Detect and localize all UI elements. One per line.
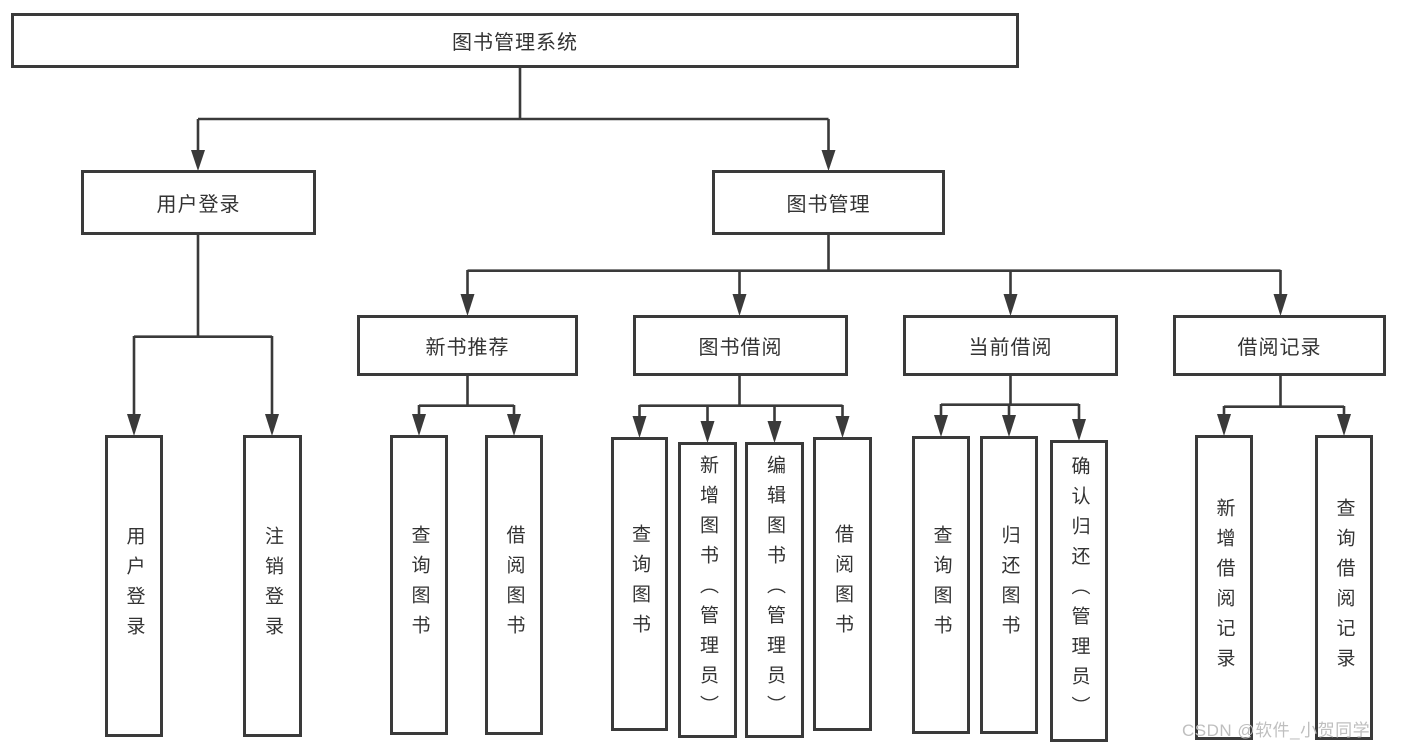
leaf-recommend-borrow-books: 借阅图书 [485, 435, 543, 735]
leaf-add-borrow-record-label: 新增借阅记录 [1213, 497, 1235, 678]
node-current-borrow: 当前借阅 [903, 315, 1118, 376]
leaf-add-borrow-record: 新增借阅记录 [1195, 435, 1253, 740]
arrowhead [191, 150, 205, 171]
leaf-user-login-label: 用户登录 [123, 526, 145, 646]
leaf-current-query-books: 查询图书 [912, 436, 970, 734]
node-user-login: 用户登录 [81, 170, 316, 235]
leaf-logout-label: 注销登录 [262, 526, 283, 646]
node-new-book-recommend-label: 新书推荐 [425, 337, 510, 359]
leaf-user-login: 用户登录 [105, 435, 163, 737]
leaf-logout: 注销登录 [243, 435, 302, 737]
leaf-edit-book-admin-label: 编辑图书（管理员） [764, 455, 785, 725]
node-borrow-records-label: 借阅记录 [1237, 337, 1322, 359]
root-node-label: 图书管理系统 [452, 32, 578, 54]
arrowhead [732, 294, 747, 316]
arrowhead [507, 414, 521, 436]
leaf-return-book: 归还图书 [980, 436, 1038, 734]
arrowhead [1217, 414, 1231, 436]
arrowhead [1072, 419, 1086, 441]
root-node: 图书管理系统 [11, 13, 1019, 68]
leaf-borrow-borrow-books: 借阅图书 [813, 437, 872, 731]
arrowhead [1003, 294, 1018, 316]
arrowhead [265, 414, 279, 436]
node-current-borrow-label: 当前借阅 [968, 337, 1053, 359]
node-borrow-records: 借阅记录 [1173, 315, 1386, 376]
leaf-borrow-query-books: 查询图书 [611, 437, 668, 731]
leaf-add-book-admin-label: 新增图书（管理员） [697, 455, 718, 725]
node-book-borrow-label: 图书借阅 [698, 337, 783, 359]
arrowhead [821, 150, 836, 171]
leaf-confirm-return-admin-label: 确认归还（管理员） [1068, 456, 1090, 726]
arrowhead [1002, 415, 1016, 437]
leaf-query-borrow-record-label: 查询借阅记录 [1333, 497, 1355, 678]
node-book-borrow: 图书借阅 [633, 315, 848, 376]
arrowhead [934, 415, 948, 437]
node-user-login-label: 用户登录 [156, 194, 241, 216]
arrowhead [1273, 294, 1288, 316]
connector-lines [132, 68, 1346, 423]
leaf-confirm-return-admin: 确认归还（管理员） [1050, 440, 1108, 742]
leaf-query-borrow-record: 查询借阅记录 [1315, 435, 1373, 740]
leaf-current-query-books-label: 查询图书 [930, 525, 952, 645]
leaf-recommend-query-books: 查询图书 [390, 435, 448, 735]
arrowhead [1337, 414, 1351, 436]
arrowhead [632, 416, 647, 438]
leaf-edit-book-admin: 编辑图书（管理员） [745, 442, 804, 738]
leaf-recommend-borrow-books-label: 借阅图书 [503, 525, 525, 645]
arrowhead [412, 414, 426, 436]
arrowhead [767, 421, 782, 443]
leaf-borrow-query-books-label: 查询图书 [629, 524, 650, 644]
watermark: CSDN @软件_小贺同学 [1182, 721, 1371, 740]
leaf-add-book-admin: 新增图书（管理员） [678, 442, 737, 738]
leaf-borrow-borrow-books-label: 借阅图书 [832, 524, 853, 644]
arrowhead [835, 416, 850, 438]
node-new-book-recommend: 新书推荐 [357, 315, 578, 376]
arrowhead [700, 421, 715, 443]
node-book-management-label: 图书管理 [786, 194, 871, 216]
leaf-return-book-label: 归还图书 [998, 525, 1020, 645]
arrowhead [127, 414, 141, 436]
node-book-management: 图书管理 [712, 170, 945, 235]
leaf-recommend-query-books-label: 查询图书 [408, 525, 430, 645]
arrowhead [460, 294, 475, 316]
